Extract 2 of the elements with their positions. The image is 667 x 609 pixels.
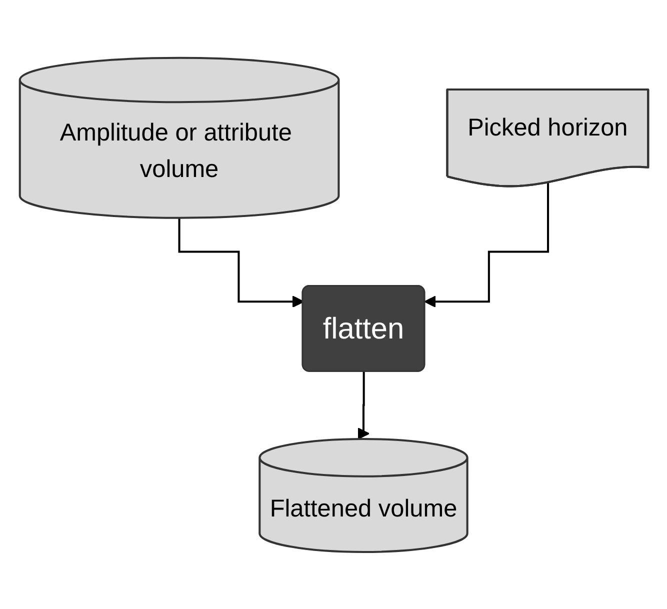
arrow bbox=[424, 181, 549, 308]
arrow bbox=[357, 370, 369, 440]
